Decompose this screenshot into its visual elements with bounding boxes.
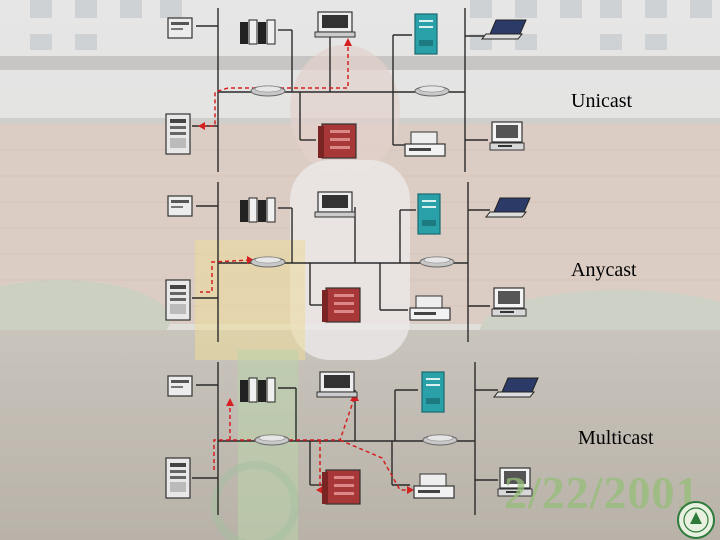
label-multicast: Multicast: [578, 427, 654, 449]
diagram-anycast: [165, 182, 531, 342]
diagram-multicast: [165, 362, 539, 515]
date-watermark: 2/22/2001: [504, 467, 700, 518]
diagram-unicast: [165, 8, 527, 172]
label-unicast: Unicast: [571, 90, 633, 112]
university-seal-icon: [677, 501, 715, 539]
label-anycast: Anycast: [571, 259, 637, 281]
